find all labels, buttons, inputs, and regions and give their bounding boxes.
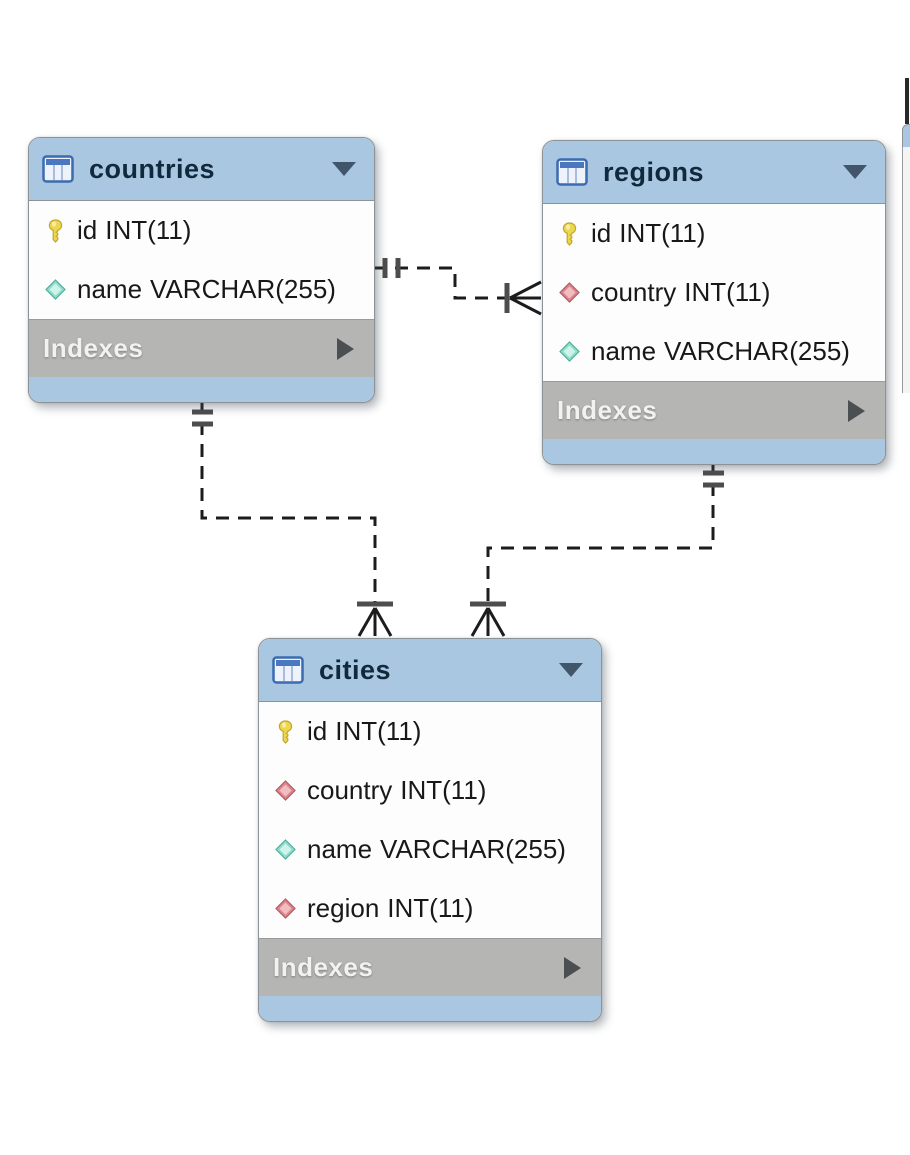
- column-row-name[interactable]: name VARCHAR(255): [29, 260, 374, 319]
- primary-key-icon: [556, 221, 582, 246]
- crow-foot-many-icon: [357, 601, 393, 637]
- column-row-name[interactable]: name VARCHAR(255): [543, 322, 885, 381]
- crow-foot-many-icon: [504, 280, 542, 316]
- column-row-id[interactable]: id INT(11): [29, 201, 374, 260]
- table-regions[interactable]: regions id INT(11) country INT(11): [542, 140, 886, 465]
- cutoff-table-right-edge[interactable]: [892, 78, 910, 398]
- relationship-countries-regions[interactable]: [373, 258, 542, 316]
- table-footer-strip: [543, 439, 885, 464]
- column-name: id: [307, 716, 328, 746]
- table-title: regions: [603, 156, 705, 187]
- relationship-regions-cities[interactable]: [470, 461, 724, 637]
- column-type: VARCHAR(255): [664, 336, 850, 366]
- indexes-label: Indexes: [273, 952, 374, 982]
- primary-key-icon: [42, 218, 68, 243]
- column-name: country: [307, 775, 393, 805]
- table-footer-strip: [259, 996, 601, 1021]
- table-countries-header[interactable]: countries: [29, 138, 374, 201]
- relationship-countries-cities[interactable]: [192, 400, 393, 637]
- column-row-name[interactable]: name VARCHAR(255): [259, 820, 601, 879]
- table-countries[interactable]: countries id INT(11) name VARCHAR(255) I…: [28, 137, 375, 403]
- column-row-region[interactable]: region INT(11): [259, 879, 601, 938]
- expand-triangle-icon[interactable]: [564, 957, 581, 979]
- table-cities-header[interactable]: cities: [259, 639, 601, 702]
- column-name: name: [591, 336, 657, 366]
- cutoff-table-header: [902, 124, 910, 148]
- indexes-bar[interactable]: Indexes: [259, 938, 601, 996]
- column-type: INT(11): [105, 215, 192, 245]
- column-type: INT(11): [335, 716, 422, 746]
- table-title: countries: [89, 153, 216, 184]
- indexes-bar[interactable]: Indexes: [29, 319, 374, 377]
- column-name: id: [591, 218, 612, 248]
- table-title: cities: [319, 654, 392, 685]
- collapse-triangle-icon[interactable]: [559, 663, 583, 677]
- attribute-teal-diamond-icon: [556, 341, 582, 362]
- column-name: id: [77, 215, 98, 245]
- table-regions-header[interactable]: regions: [543, 141, 885, 204]
- column-name: name: [307, 834, 373, 864]
- column-name: country: [591, 277, 677, 307]
- collapse-triangle-icon[interactable]: [843, 165, 867, 179]
- table-grid-icon: [42, 155, 74, 183]
- table-cities-columns: id INT(11) country INT(11) name VARCHAR(…: [259, 702, 601, 938]
- attribute-teal-diamond-icon: [42, 279, 68, 300]
- table-cities[interactable]: cities id INT(11) country INT(11): [258, 638, 602, 1022]
- column-row-country[interactable]: country INT(11): [543, 263, 885, 322]
- column-name: region: [307, 893, 380, 923]
- indexes-label: Indexes: [43, 333, 144, 363]
- column-row-country[interactable]: country INT(11): [259, 761, 601, 820]
- foreign-key-red-diamond-icon: [272, 898, 298, 919]
- expand-triangle-icon[interactable]: [848, 400, 865, 422]
- column-name: name: [77, 274, 143, 304]
- primary-key-icon: [272, 719, 298, 744]
- table-footer-strip: [29, 377, 374, 402]
- foreign-key-red-diamond-icon: [272, 780, 298, 801]
- column-type: INT(11): [684, 277, 771, 307]
- attribute-teal-diamond-icon: [272, 839, 298, 860]
- column-type: INT(11): [619, 218, 706, 248]
- foreign-key-red-diamond-icon: [556, 282, 582, 303]
- column-row-id[interactable]: id INT(11): [259, 702, 601, 761]
- table-countries-columns: id INT(11) name VARCHAR(255): [29, 201, 374, 319]
- crow-foot-many-icon: [470, 601, 506, 637]
- indexes-bar[interactable]: Indexes: [543, 381, 885, 439]
- indexes-label: Indexes: [557, 395, 658, 425]
- table-regions-columns: id INT(11) country INT(11) name VARCHAR(…: [543, 204, 885, 381]
- column-type: VARCHAR(255): [380, 834, 566, 864]
- collapse-triangle-icon[interactable]: [332, 162, 356, 176]
- column-type: VARCHAR(255): [150, 274, 336, 304]
- cutoff-connector-line: [905, 78, 909, 124]
- table-grid-icon: [272, 656, 304, 684]
- column-row-id[interactable]: id INT(11): [543, 204, 885, 263]
- column-type: INT(11): [387, 893, 474, 923]
- table-grid-icon: [556, 158, 588, 186]
- cutoff-table-body: [902, 147, 910, 393]
- expand-triangle-icon[interactable]: [337, 338, 354, 360]
- column-type: INT(11): [400, 775, 487, 805]
